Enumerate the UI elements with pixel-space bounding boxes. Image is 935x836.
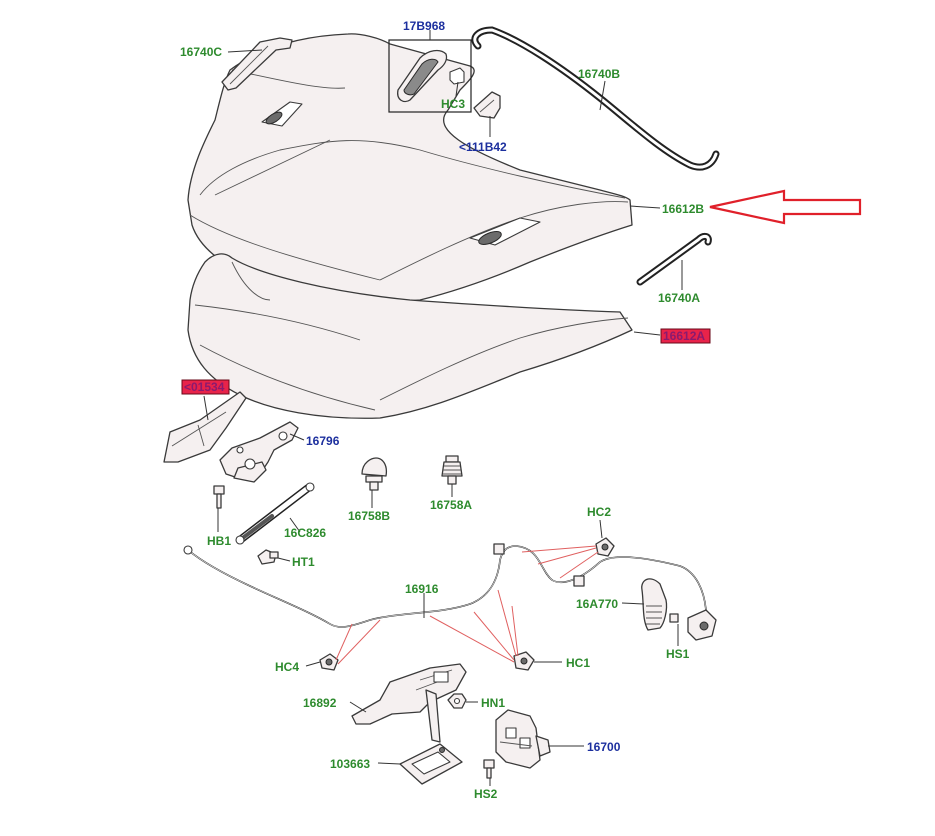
clip-leader-lines bbox=[335, 545, 599, 665]
seal-16740C[interactable] bbox=[221, 37, 293, 91]
label-16A770[interactable]: 16A770 bbox=[576, 597, 618, 611]
label-16758A[interactable]: 16758A bbox=[430, 498, 472, 512]
part-labels: 16740C 17B968 HC3 <111B42 16740B 16612B … bbox=[180, 19, 705, 801]
vent-17B968-box[interactable] bbox=[388, 39, 472, 113]
gas-strut-16C826[interactable] bbox=[235, 482, 315, 545]
label-103663[interactable]: 103663 bbox=[330, 757, 370, 771]
hood-outer-panel[interactable] bbox=[187, 33, 633, 302]
label-HC1[interactable]: HC1 bbox=[566, 656, 590, 670]
label-16892[interactable]: 16892 bbox=[303, 696, 337, 710]
switch-HS1[interactable] bbox=[669, 609, 717, 641]
label-16916[interactable]: 16916 bbox=[405, 582, 439, 596]
highlight-box-01534 bbox=[181, 379, 230, 395]
label-111B42[interactable]: <111B42 bbox=[459, 140, 507, 154]
nut-HN1[interactable] bbox=[447, 693, 467, 709]
label-HB1[interactable]: HB1 bbox=[207, 534, 231, 548]
label-17B968[interactable]: 17B968 bbox=[403, 19, 445, 33]
label-HT1[interactable]: HT1 bbox=[292, 555, 315, 569]
label-HC3[interactable]: HC3 bbox=[441, 97, 465, 111]
clip-HC2[interactable] bbox=[595, 537, 615, 557]
label-16612A[interactable]: 16612A bbox=[663, 329, 705, 343]
label-16758B[interactable]: 16758B bbox=[348, 509, 390, 523]
seal-16740B[interactable] bbox=[471, 26, 720, 171]
hinge-16796[interactable] bbox=[219, 421, 299, 483]
highlight-box-16612A bbox=[660, 328, 711, 344]
bump-stop-16758A[interactable] bbox=[441, 455, 463, 485]
label-16700[interactable]: 16700 bbox=[587, 740, 621, 754]
hood-inner-panel[interactable] bbox=[187, 253, 633, 419]
label-HC4[interactable]: HC4 bbox=[275, 660, 299, 674]
release-handle-16A770[interactable] bbox=[641, 578, 668, 631]
release-cable-16916[interactable] bbox=[183, 543, 707, 628]
label-16740C[interactable]: 16740C bbox=[180, 45, 222, 59]
screw-HS2[interactable] bbox=[483, 759, 495, 779]
clip-HC4[interactable] bbox=[319, 653, 339, 671]
label-16740B[interactable]: 16740B bbox=[578, 67, 620, 81]
bolt-HB1[interactable] bbox=[213, 485, 225, 509]
clip-111B42[interactable] bbox=[473, 91, 501, 119]
label-16740A[interactable]: 16740A bbox=[658, 291, 700, 305]
label-HS2[interactable]: HS2 bbox=[474, 787, 498, 801]
seal-16740A[interactable] bbox=[636, 232, 712, 286]
label-16612B[interactable]: 16612B bbox=[662, 202, 704, 216]
label-HN1[interactable]: HN1 bbox=[481, 696, 505, 710]
clip-HC1[interactable] bbox=[513, 651, 535, 671]
bracket-01534[interactable] bbox=[163, 391, 247, 463]
latch-16700[interactable] bbox=[495, 709, 551, 769]
highlight-arrow-icon bbox=[709, 189, 862, 225]
bump-stop-16758B[interactable] bbox=[361, 457, 388, 491]
label-HS1[interactable]: HS1 bbox=[666, 647, 690, 661]
leader-lines bbox=[203, 30, 683, 786]
label-16796[interactable]: 16796 bbox=[306, 434, 340, 448]
clip-HT1[interactable] bbox=[257, 549, 279, 565]
label-16C826[interactable]: 16C826 bbox=[284, 526, 326, 540]
latch-bracket-16892[interactable] bbox=[351, 663, 467, 743]
label-HC2[interactable]: HC2 bbox=[587, 505, 611, 519]
label-01534[interactable]: <01534 bbox=[184, 380, 225, 394]
plate-103663[interactable] bbox=[399, 743, 463, 785]
